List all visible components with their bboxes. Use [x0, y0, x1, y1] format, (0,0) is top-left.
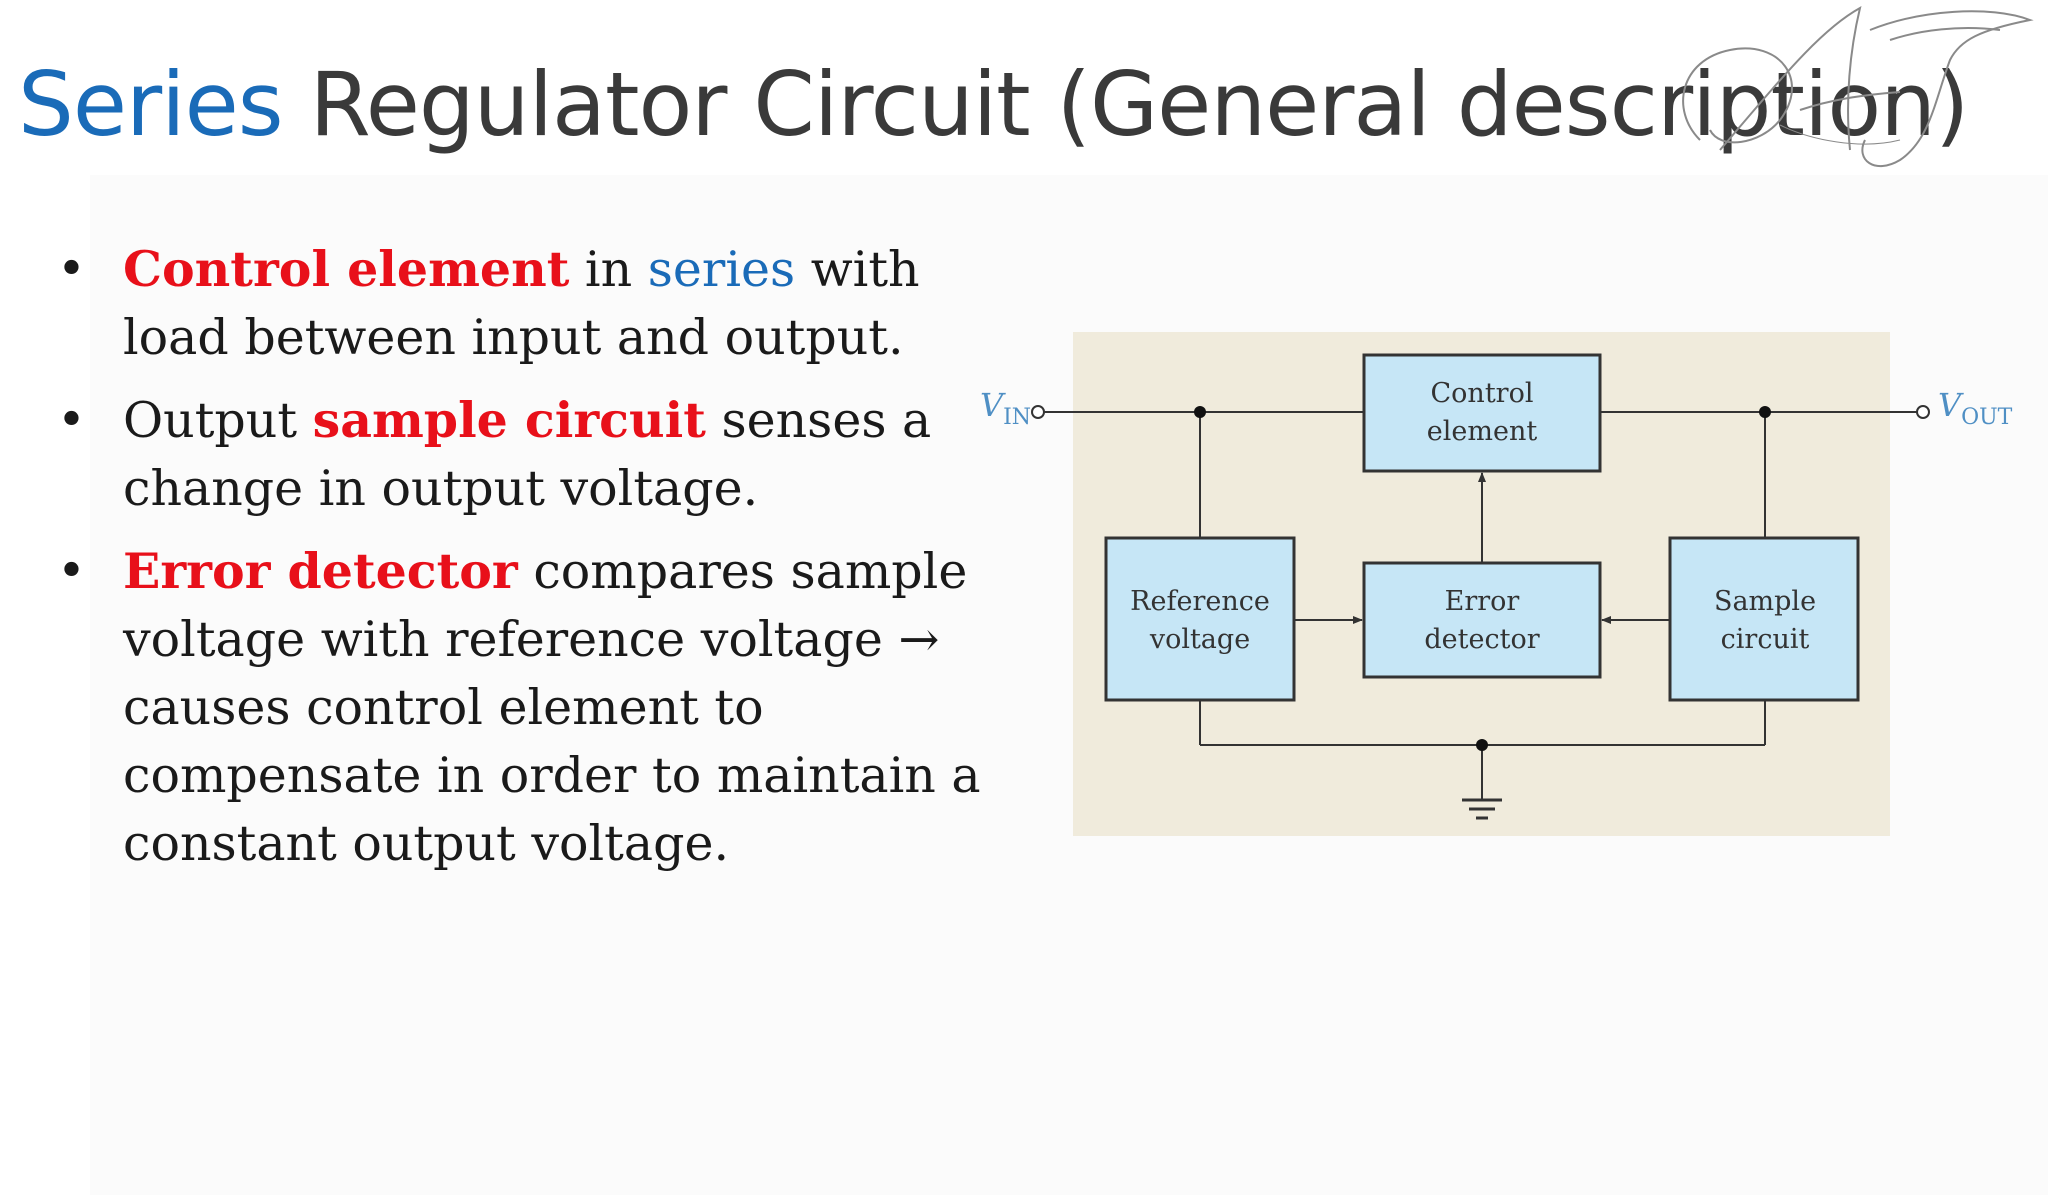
bullet-item: • Error detector compares sample voltage… — [55, 537, 985, 878]
aj-signature-watermark — [1682, 6, 2034, 167]
slide-title: Series Regulator Circuit (General descri… — [18, 45, 1970, 165]
block-label: Error — [1445, 586, 1520, 617]
reference-voltage-block: Reference voltage — [1104, 536, 1296, 702]
bullet-marker: • — [57, 542, 86, 599]
sample-circuit-block: Sample circuit — [1668, 536, 1860, 702]
control-element-block: Control element — [1362, 353, 1602, 473]
vin-terminal — [1031, 405, 1045, 419]
bullet-marker: • — [57, 240, 86, 297]
arrows — [1294, 472, 1670, 624]
block-label: Sample — [1714, 586, 1816, 617]
bullet-text-blue: series — [647, 241, 796, 298]
vout-terminal — [1916, 405, 1930, 419]
title-accent-word: Series — [18, 53, 284, 156]
bullet-text: senses a change in output voltage. — [123, 392, 932, 517]
bullet-list: • Control element in series with load be… — [55, 235, 985, 892]
bullet-text: Output — [123, 392, 313, 449]
vout-label: VOUT — [1938, 386, 2013, 430]
vin-label: VIN — [980, 386, 1031, 430]
block-label: Control — [1431, 378, 1534, 409]
bullet-text-highlight: Control element — [123, 240, 570, 298]
bullet-marker: • — [57, 391, 86, 448]
ground-symbol — [1462, 798, 1502, 820]
bullet-text: compares sample voltage with reference v… — [123, 543, 981, 872]
bullet-text: with load between input and output. — [123, 241, 920, 366]
error-detector-block: Error detector — [1362, 561, 1602, 679]
bullet-text-highlight: sample circuit — [312, 391, 706, 449]
bullet-item: • Control element in series with load be… — [55, 235, 985, 372]
series-regulator-block-diagram: VIN VOUT Control element Reference volta… — [980, 332, 2013, 836]
junction-dot — [1476, 739, 1488, 751]
block-label: detector — [1424, 624, 1539, 655]
junction-dot — [1194, 406, 1206, 418]
title-rest: Regulator Circuit (General description) — [282, 53, 1970, 156]
junction-dot — [1759, 406, 1771, 418]
bullet-text: in — [569, 241, 648, 298]
bullet-text-highlight: Error detector — [123, 542, 518, 600]
block-label: voltage — [1149, 624, 1250, 655]
block-label: Reference — [1130, 586, 1270, 617]
block-label: circuit — [1721, 624, 1810, 655]
bullet-item: • Output sample circuit senses a change … — [55, 386, 985, 523]
block-label: element — [1427, 416, 1538, 447]
